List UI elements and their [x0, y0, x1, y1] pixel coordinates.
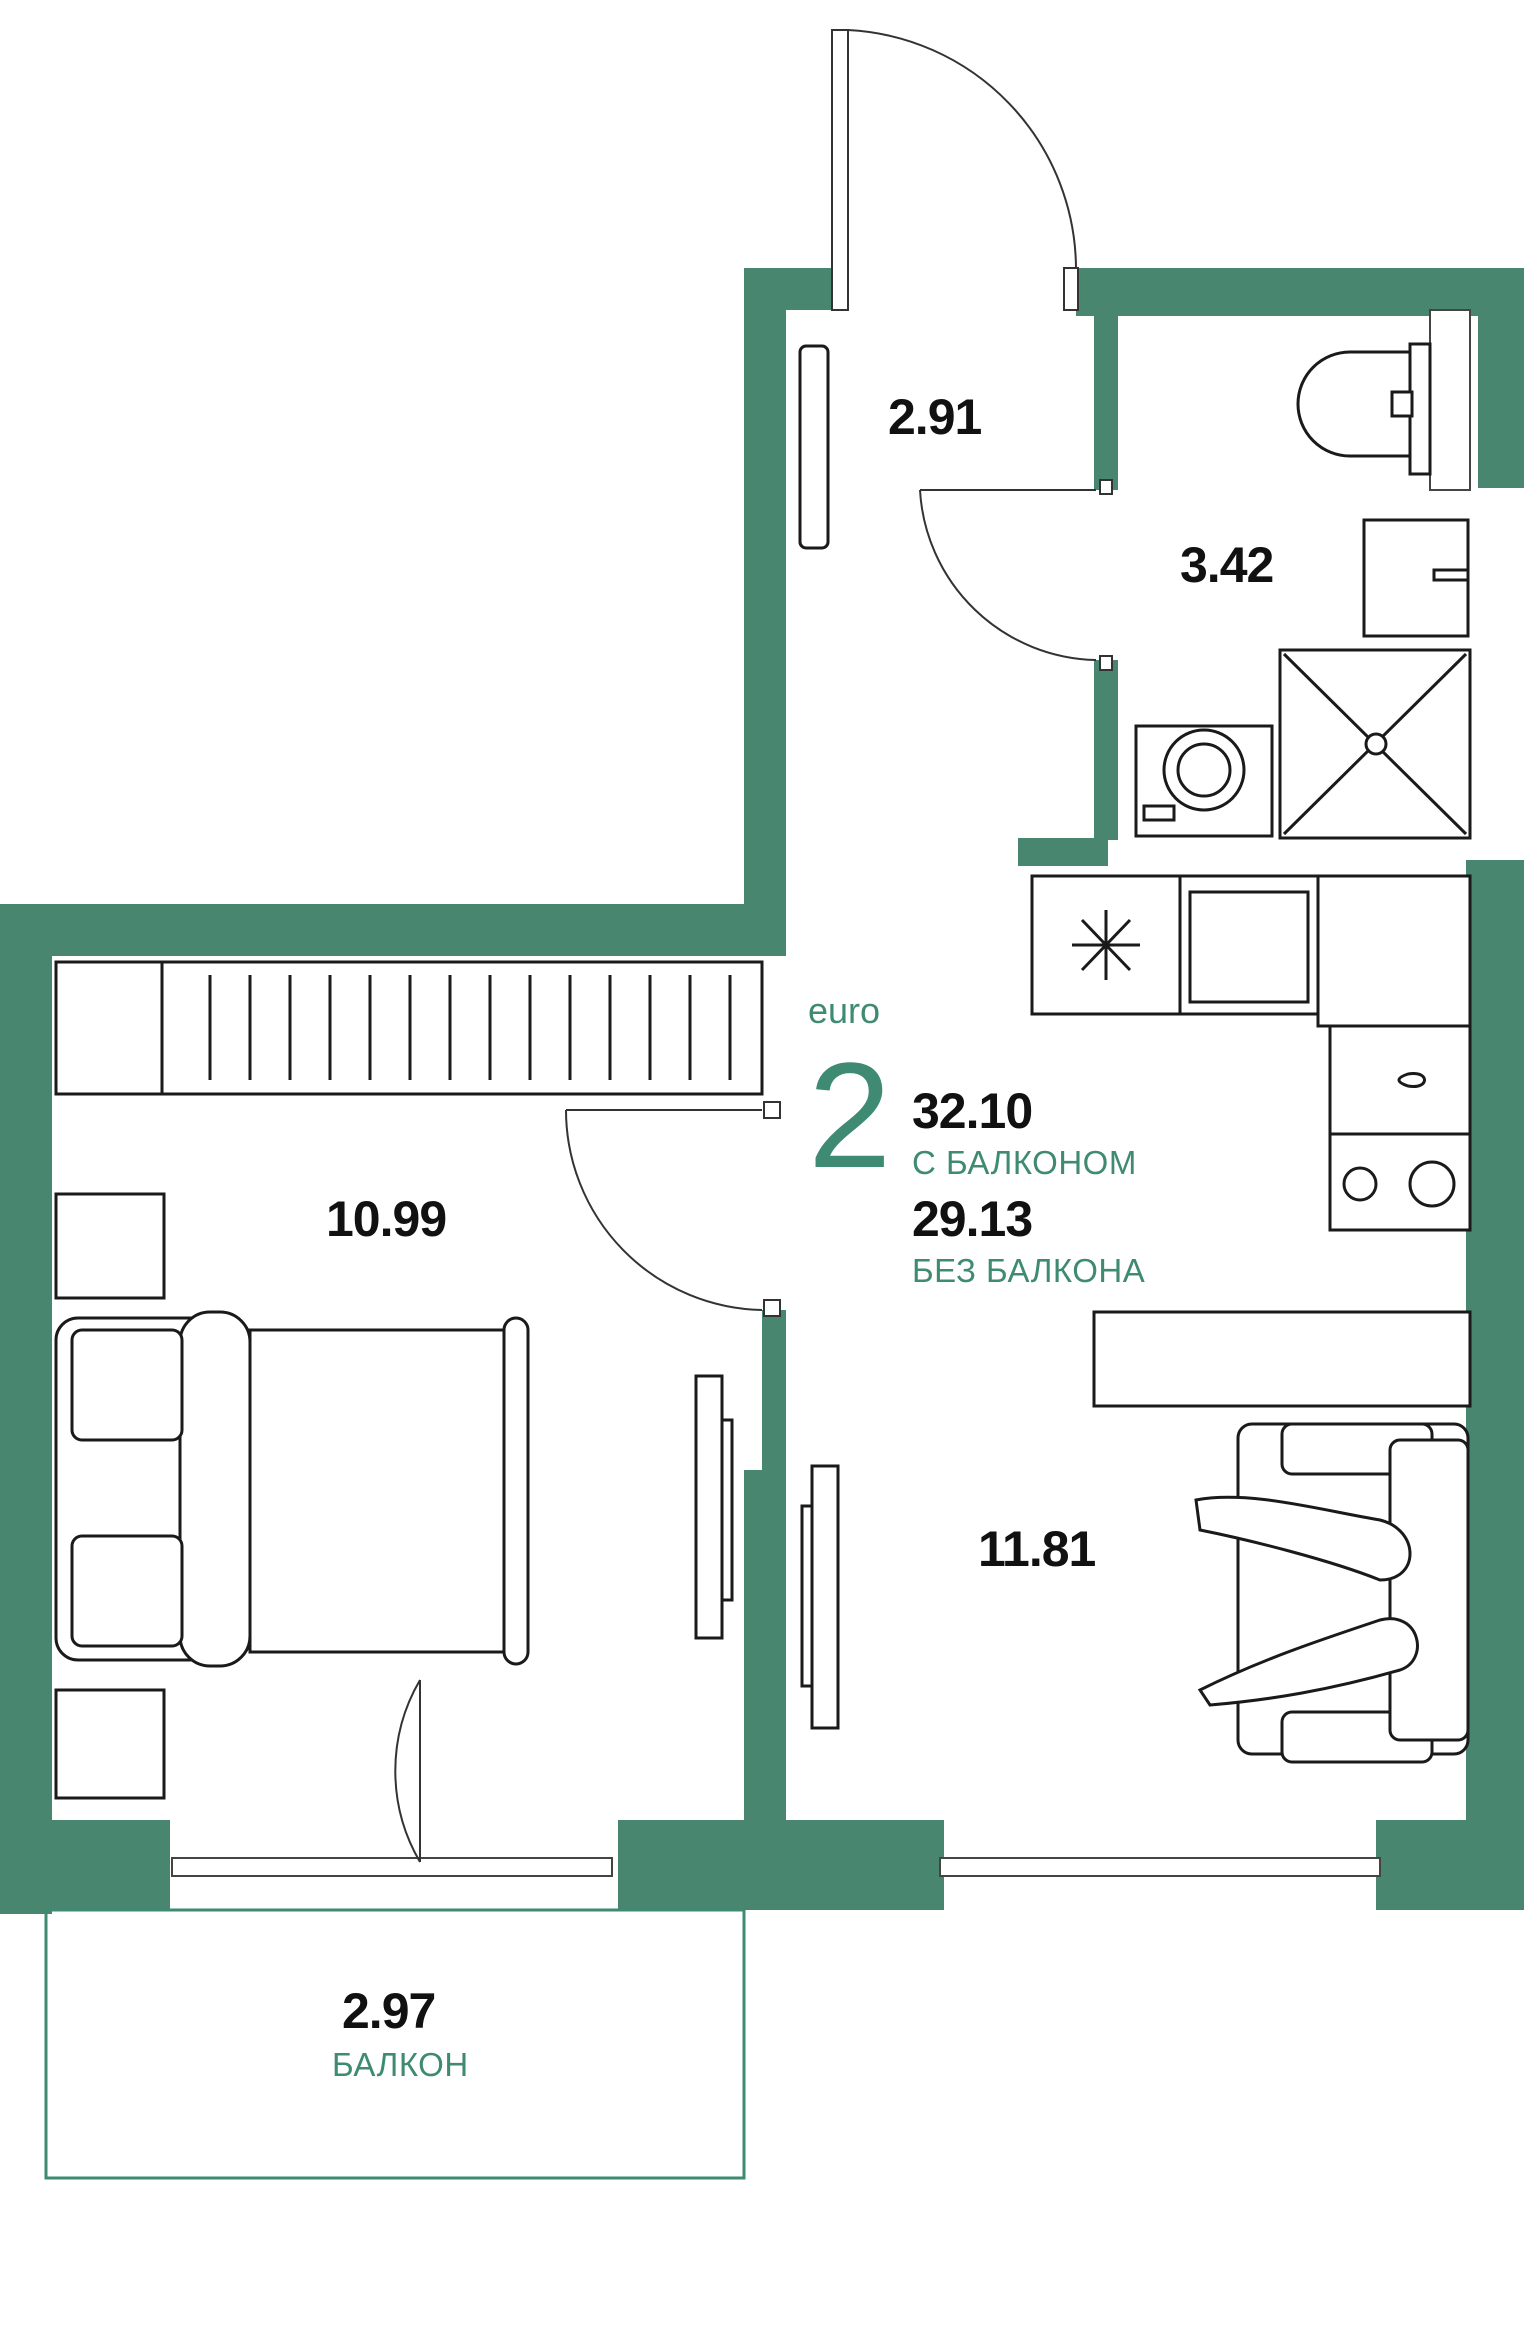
kitchen-fixtures: [1030, 874, 1472, 1408]
balcony-area: 2.97: [342, 1983, 436, 2039]
hallway-area: 2.91: [888, 389, 982, 445]
euro-label: euro: [808, 990, 881, 1031]
windows: [171, 309, 1471, 1877]
door-swings: [394, 29, 1113, 1863]
balcony-outline: [44, 1908, 746, 2180]
sofa-icon: [1194, 1422, 1470, 1764]
shower-icon: [1278, 648, 1472, 840]
sink-icon: [1362, 518, 1470, 638]
toilet-icon: [1296, 342, 1432, 476]
bathroom-area: 3.42: [1180, 537, 1274, 593]
with-balcony-caption: С БАЛКОНОМ: [912, 1144, 1137, 1181]
area-without-balcony: 29.13: [912, 1191, 1033, 1247]
radiator-icon: [54, 960, 764, 1096]
bedroom-furniture: [54, 344, 840, 1800]
walls: [0, 268, 1524, 1914]
tv-icon: [694, 1374, 840, 1730]
bedroom-area: 10.99: [326, 1191, 447, 1247]
snowflake-icon: [1072, 910, 1140, 980]
stove-icon: [1328, 1132, 1472, 1232]
bathroom-fixtures: [1134, 342, 1472, 840]
balcony-caption: БАЛКОН: [332, 2046, 469, 2083]
rooms-count: 2: [808, 1031, 892, 1199]
kitchen-living-area: 11.81: [978, 1521, 1096, 1577]
washing-machine-icon: [1134, 724, 1274, 838]
without-balcony-caption: БЕЗ БАЛКОНА: [912, 1252, 1146, 1289]
bed-icon: [54, 1310, 530, 1668]
area-with-balcony: 32.10: [912, 1083, 1033, 1139]
